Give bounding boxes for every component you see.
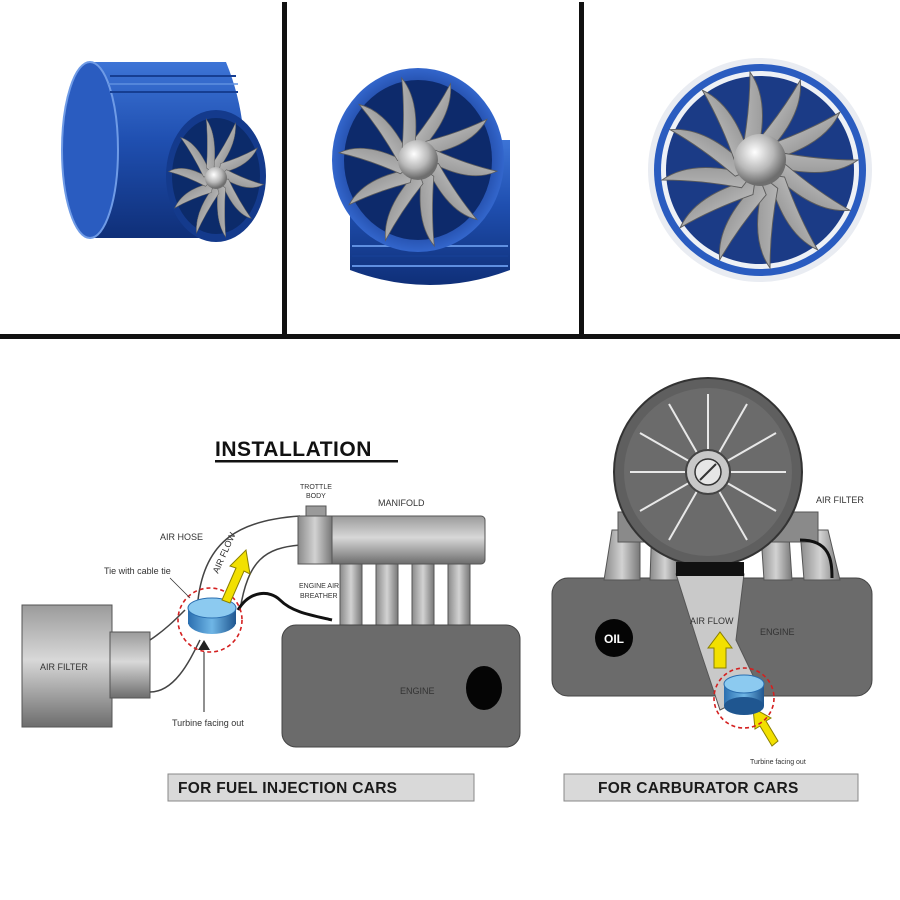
intake-manifold: [297, 505, 486, 635]
carburator-diagram: OIL: [551, 377, 873, 802]
oil-label: OIL: [604, 632, 624, 646]
carburator-banner: FOR CARBURATOR CARS: [563, 773, 859, 802]
carburator-air-flow-arrow: [707, 631, 733, 669]
throttle-body-label-line1: TROTTLE: [300, 484, 332, 491]
product-photo-side-view: [61, 61, 266, 242]
fuel-injection-diagram: AIR FILTER ENGINE: [21, 484, 521, 802]
panel-divider: [282, 2, 287, 336]
carburator-intake-arrow: [752, 707, 779, 747]
svg-text:FOR CARBURATOR CARS: FOR CARBURATOR CARS: [598, 780, 799, 797]
engine-block: ENGINE: [281, 624, 521, 748]
strip-divider: [0, 334, 900, 339]
air-filter-label: AIR FILTER: [40, 662, 88, 672]
throttle-body-label-line2: BODY: [306, 493, 326, 500]
highlight-circle: [177, 587, 243, 653]
fuel-injection-banner: FOR FUEL INJECTION CARS: [167, 773, 475, 802]
carburator-air-filter: AIR FILTER: [613, 377, 864, 579]
turbine-note-label: Turbine facing out: [172, 718, 244, 728]
air-flow-arrow: [221, 548, 251, 604]
photo-strip: [0, 0, 900, 339]
air-filter-housing: AIR FILTER: [21, 604, 151, 728]
product-photo-front-view: [648, 58, 872, 282]
carburator-air-flow-label: AIR FLOW: [690, 616, 734, 626]
engine-label: ENGINE: [400, 686, 435, 696]
breather-label-line2: BREATHER: [300, 593, 338, 600]
highlight-circle: [713, 667, 775, 729]
breather-label-line1: ENGINE AIR: [299, 583, 339, 590]
air-hose-label: AIR HOSE: [160, 532, 203, 542]
carburator-turbine-note: Turbine facing out: [750, 759, 806, 766]
cable-tie-label: Tie with cable tie: [104, 566, 171, 576]
carburator-engine-label: ENGINE: [760, 627, 795, 637]
panel-divider: [579, 2, 584, 336]
diagram-title: INSTALLATION: [215, 438, 372, 461]
carburator-air-filter-label: AIR FILTER: [816, 495, 864, 505]
turbo-device-carburator: [713, 667, 775, 729]
product-photo-angled-view: [332, 68, 510, 285]
turbo-device-fuel: [177, 587, 243, 653]
svg-text:FOR FUEL INJECTION CARS: FOR FUEL INJECTION CARS: [178, 780, 397, 797]
manifold-label: MANIFOLD: [378, 498, 425, 508]
installation-diagram: INSTALLATION AIR FILTER: [0, 339, 900, 900]
